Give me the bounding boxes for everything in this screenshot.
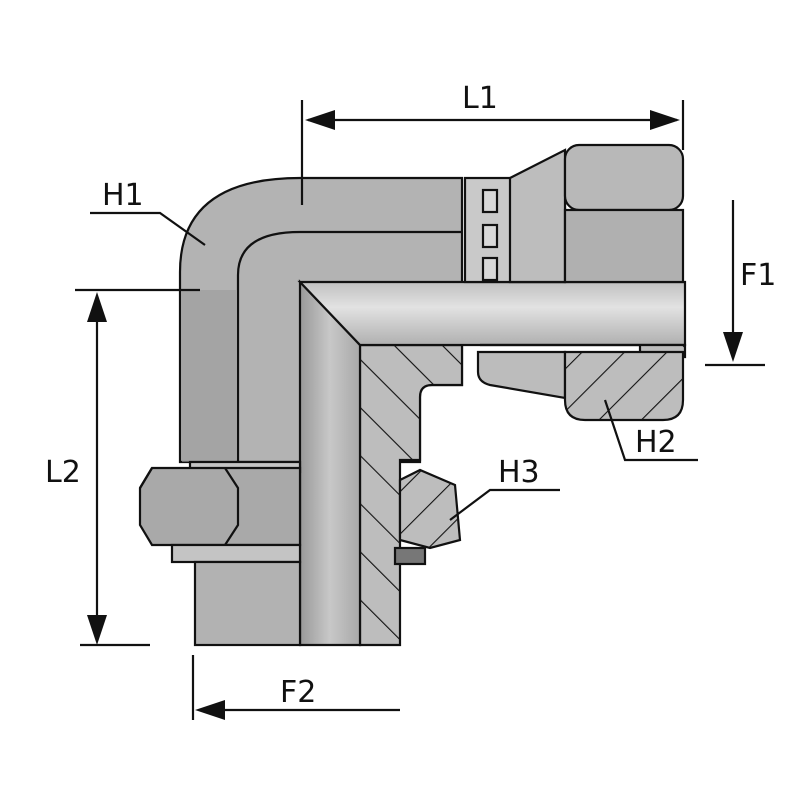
part-h1-label: H1 [102, 178, 144, 213]
cutting-ring [463, 148, 567, 284]
lock-nut [138, 460, 302, 564]
arrowheads [87, 110, 743, 720]
dimension-f2-label: F2 [280, 675, 316, 710]
part-h2-label: H2 [635, 425, 677, 460]
dimension-lines [75, 100, 765, 720]
section-hatch [358, 343, 464, 647]
swivel-nut [476, 143, 687, 422]
dimension-f1-label: F1 [740, 258, 776, 293]
dimension-l1-label: L1 [462, 81, 498, 116]
part-h3-label: H3 [498, 455, 540, 490]
horizontal-bore [297, 280, 687, 347]
thread [193, 560, 302, 647]
seal-ring [398, 468, 462, 550]
dimension-l2-label: L2 [45, 455, 81, 490]
